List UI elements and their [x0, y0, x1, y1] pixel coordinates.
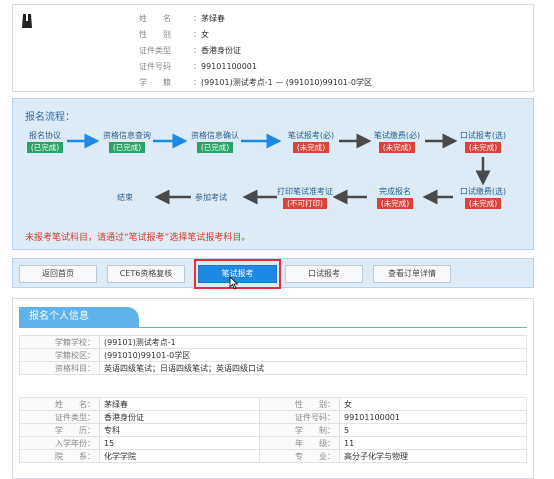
- table-row: 证件类型： 香港身份证 证件号码： 99101100001: [19, 410, 527, 424]
- registration-process-panel: 报名流程： 报名协议 (已完成) 资格信息查询 (已完成) 资格信息确认 (已完…: [12, 98, 534, 250]
- detail-info-table: 姓 名： 茅绿春 性 别： 女 证件类型： 香港身份证 证件号码： 991011…: [19, 397, 527, 463]
- step-oral-payment[interactable]: 口试缴费(选) (未完成): [459, 187, 507, 209]
- process-arrows: [67, 133, 491, 205]
- step-end: 结束: [117, 193, 133, 202]
- step-status-badge: (已完成): [26, 142, 64, 153]
- step-status-badge: (未完成): [378, 142, 416, 153]
- step-status-badge: (不可打印): [283, 198, 327, 209]
- back-home-button[interactable]: 返回首页: [19, 265, 97, 283]
- step-status-badge: (已完成): [108, 142, 146, 153]
- table-row: 学籍校区： (991010)99101-0学区: [19, 348, 527, 362]
- profile-row-id-number: 证件号码：99101100001: [139, 61, 257, 71]
- step-oral-register[interactable]: 口试报考(选) (未完成): [459, 131, 507, 153]
- step-complete[interactable]: 完成报名 (未完成): [365, 186, 425, 209]
- step-status-badge: (未完成): [464, 142, 502, 153]
- step-take-exam: 参加考试: [195, 193, 227, 202]
- avatar-icon: [22, 14, 32, 28]
- step-agreement[interactable]: 报名协议 (已完成): [15, 130, 75, 153]
- table-row: 学 历： 专科 学 制： 5: [19, 423, 527, 437]
- section-title: 报名个人信息: [19, 307, 139, 327]
- step-qualification-confirm[interactable]: 资格信息确认 (已完成): [191, 131, 239, 153]
- step-status-badge: (未完成): [376, 198, 414, 209]
- step-print-admission[interactable]: 打印笔试准考证 (不可打印): [277, 187, 333, 209]
- cet6-review-button[interactable]: CET6资格复核: [107, 265, 185, 283]
- step-status-badge: (已完成): [196, 142, 234, 153]
- step-status-badge: (未完成): [292, 142, 330, 153]
- table-row: 入学年份： 15 年 级： 11: [19, 436, 527, 450]
- step-written-payment[interactable]: 笔试缴费(必) (未完成): [373, 131, 421, 153]
- step-written-register[interactable]: 笔试报考(必) (未完成): [287, 131, 335, 153]
- profile-row-gender: 性 别：女: [139, 29, 209, 39]
- process-title: 报名流程：: [25, 112, 75, 123]
- action-toolbar: 返回首页 CET6资格复核 笔试报考 口试报考 查看订单详情: [12, 258, 534, 290]
- selection-highlight: [194, 259, 281, 289]
- profile-row-enrollment: 学 籍：(99101)测试考点-1 — (991010)99101-0学区: [139, 77, 372, 87]
- mouse-pointer-icon: [229, 276, 239, 290]
- school-info-table: 学籍学校： (99101)测试考点-1 学籍校区： (991010)99101-…: [19, 335, 527, 375]
- table-row: 院 系： 化学学院 专 业： 高分子化学与物理: [19, 449, 527, 463]
- step-status-badge: (未完成): [464, 198, 502, 209]
- table-row: 学籍学校： (99101)测试考点-1: [19, 335, 527, 349]
- written-register-button[interactable]: 笔试报考: [198, 265, 277, 283]
- view-order-button[interactable]: 查看订单详情: [373, 265, 451, 283]
- oral-register-button[interactable]: 口试报考: [285, 265, 363, 283]
- step-qualification-query[interactable]: 资格信息查询 (已完成): [103, 131, 151, 153]
- table-row: 资格科目： 英语四级笔试；日语四级笔试；英语四级口试: [19, 361, 527, 375]
- warning-notice: 未报考笔试科目，请通过“笔试报考”选择笔试报考科目。: [25, 233, 251, 243]
- profile-row-id-type: 证件类型：香港身份证: [139, 45, 241, 55]
- section-divider: [19, 327, 527, 328]
- profile-row-name: 姓 名：茅绿春: [139, 13, 225, 23]
- table-row: 姓 名： 茅绿春 性 别： 女: [19, 397, 527, 411]
- candidate-profile: 姓 名：茅绿春 性 别：女 证件类型：香港身份证 证件号码：9910110000…: [12, 4, 534, 92]
- personal-info-section: 报名个人信息 学籍学校： (99101)测试考点-1 学籍校区： (991010…: [12, 298, 534, 479]
